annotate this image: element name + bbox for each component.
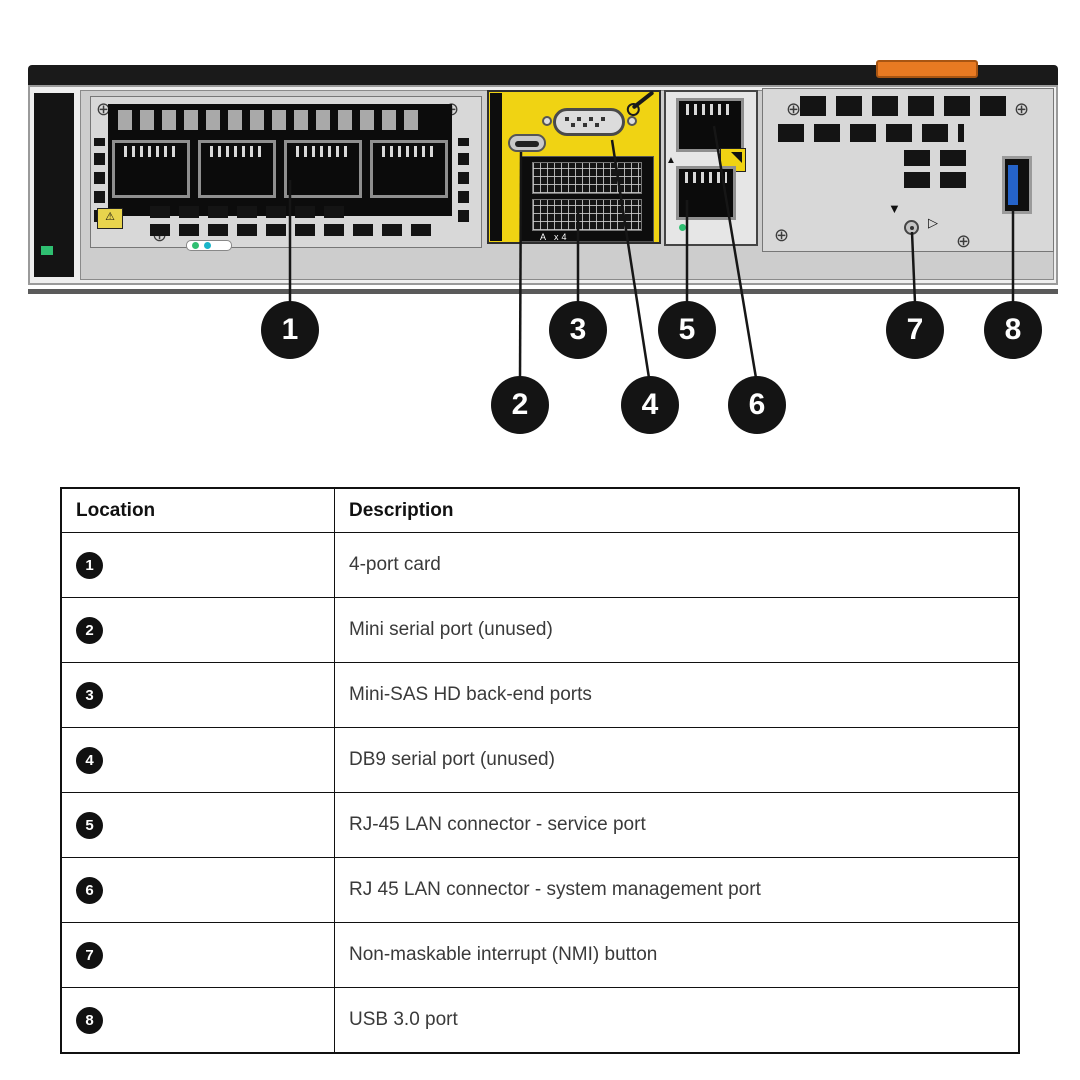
location-cell: 7 [62, 923, 335, 987]
location-badge: 5 [76, 811, 103, 839]
chassis-bottom-edge [28, 289, 1058, 294]
callout-number: 1 [281, 313, 299, 346]
callout-8: 8 [984, 301, 1042, 359]
callout-number: 5 [678, 313, 696, 346]
vent-row [150, 224, 440, 236]
screw-icon: ⊕ [956, 231, 972, 251]
vent-row [150, 206, 350, 218]
callout-3: 3 [549, 301, 607, 359]
callout-2: 2 [491, 376, 549, 434]
table-row: 2 Mini serial port (unused) [62, 597, 1018, 662]
rack-ear [34, 93, 74, 277]
green-led [192, 242, 199, 249]
rj45-port-1 [112, 140, 190, 198]
callout-number: 7 [906, 313, 924, 346]
mini-sas-port-a [532, 162, 642, 194]
rear-panel-diagram: ⊕ ⊕ ⊕ ⚠ A x4 ▲ [0, 60, 1080, 460]
vent-row [800, 96, 1008, 116]
vent-row [118, 110, 418, 130]
mini-sas-port-b [532, 199, 642, 231]
row-description: Mini serial port (unused) [349, 619, 553, 640]
callout-number: 6 [748, 388, 766, 421]
vent-row [904, 150, 968, 166]
location-badge: 2 [76, 616, 103, 644]
location-cell: 4 [62, 728, 335, 792]
ports-table: Location Description 1 4-port card 2 Min… [60, 487, 1020, 1054]
triangle-right-icon: ▷ [928, 215, 938, 230]
rj45-port-4 [370, 140, 448, 198]
service-module-strip [490, 93, 502, 241]
rj45-port-3 [284, 140, 362, 198]
vent-row [904, 172, 968, 188]
row-description: DB9 serial port (unused) [349, 749, 555, 770]
db9-screw-post [627, 116, 637, 126]
green-led [679, 224, 686, 231]
location-cell: 6 [62, 858, 335, 922]
screw-icon: ⊕ [96, 99, 112, 119]
callout-5: 5 [658, 301, 716, 359]
triangle-up-icon: ▲ [666, 155, 676, 166]
location-cell: 5 [62, 793, 335, 857]
location-badge: 4 [76, 746, 103, 774]
location-badge: 7 [76, 941, 103, 969]
callout-number: 2 [511, 388, 529, 421]
triangle-down-icon: ▼ [888, 201, 901, 216]
table-row: 6 RJ 45 LAN connector - system managemen… [62, 857, 1018, 922]
callout-number: 4 [641, 388, 659, 421]
callout-number: 8 [1004, 313, 1022, 346]
callout-4: 4 [621, 376, 679, 434]
screw-icon: ⊕ [1014, 99, 1030, 119]
col-header-location: Location [62, 489, 335, 532]
usb3-port [1002, 156, 1032, 214]
callout-6: 6 [728, 376, 786, 434]
row-description: RJ 45 LAN connector - system management … [349, 879, 761, 900]
location-badge: 8 [76, 1006, 103, 1034]
screw-icon: ⊕ [774, 225, 790, 245]
table-row: 5 RJ-45 LAN connector - service port [62, 792, 1018, 857]
nmi-button [904, 220, 919, 235]
table-header-row: Location Description [62, 489, 1018, 532]
vent-row [778, 124, 964, 142]
row-description: USB 3.0 port [349, 1009, 458, 1030]
chassis-top-edge [28, 65, 1058, 85]
location-cell: 3 [62, 663, 335, 727]
teal-led [204, 242, 211, 249]
location-cell: 1 [62, 533, 335, 597]
location-badge: 6 [76, 876, 103, 904]
screw-icon: ⊕ [786, 99, 802, 119]
row-description: RJ-45 LAN connector - service port [349, 814, 646, 835]
table-row: 3 Mini-SAS HD back-end ports [62, 662, 1018, 727]
db9-serial-port [553, 108, 625, 136]
row-description: Non-maskable interrupt (NMI) button [349, 944, 658, 965]
rj45-service-port [676, 166, 736, 220]
callout-number: 3 [569, 313, 587, 346]
callout-7: 7 [886, 301, 944, 359]
row-description: Mini-SAS HD back-end ports [349, 684, 592, 705]
table-row: 7 Non-maskable interrupt (NMI) button [62, 922, 1018, 987]
rj45-port-2 [198, 140, 276, 198]
table-row: 4 DB9 serial port (unused) [62, 727, 1018, 792]
vent-column [94, 138, 105, 222]
ear-led [41, 246, 53, 255]
db9-screw-post [542, 116, 552, 126]
vent-column [458, 138, 469, 222]
row-description: 4-port card [349, 554, 441, 575]
col-header-description: Description [349, 499, 454, 521]
callout-1: 1 [261, 301, 319, 359]
location-badge: 1 [76, 551, 103, 579]
rj45-management-port [676, 98, 744, 152]
table-row: 1 4-port card [62, 532, 1018, 597]
warning-label-icon: ⚠ [97, 208, 123, 229]
location-cell: 2 [62, 598, 335, 662]
mini-serial-port [508, 134, 546, 152]
orange-release-clip [876, 60, 978, 78]
location-badge: 3 [76, 681, 103, 709]
location-cell: 8 [62, 988, 335, 1052]
table-row: 8 USB 3.0 port [62, 987, 1018, 1052]
sas-port-label: A x4 [540, 232, 570, 242]
